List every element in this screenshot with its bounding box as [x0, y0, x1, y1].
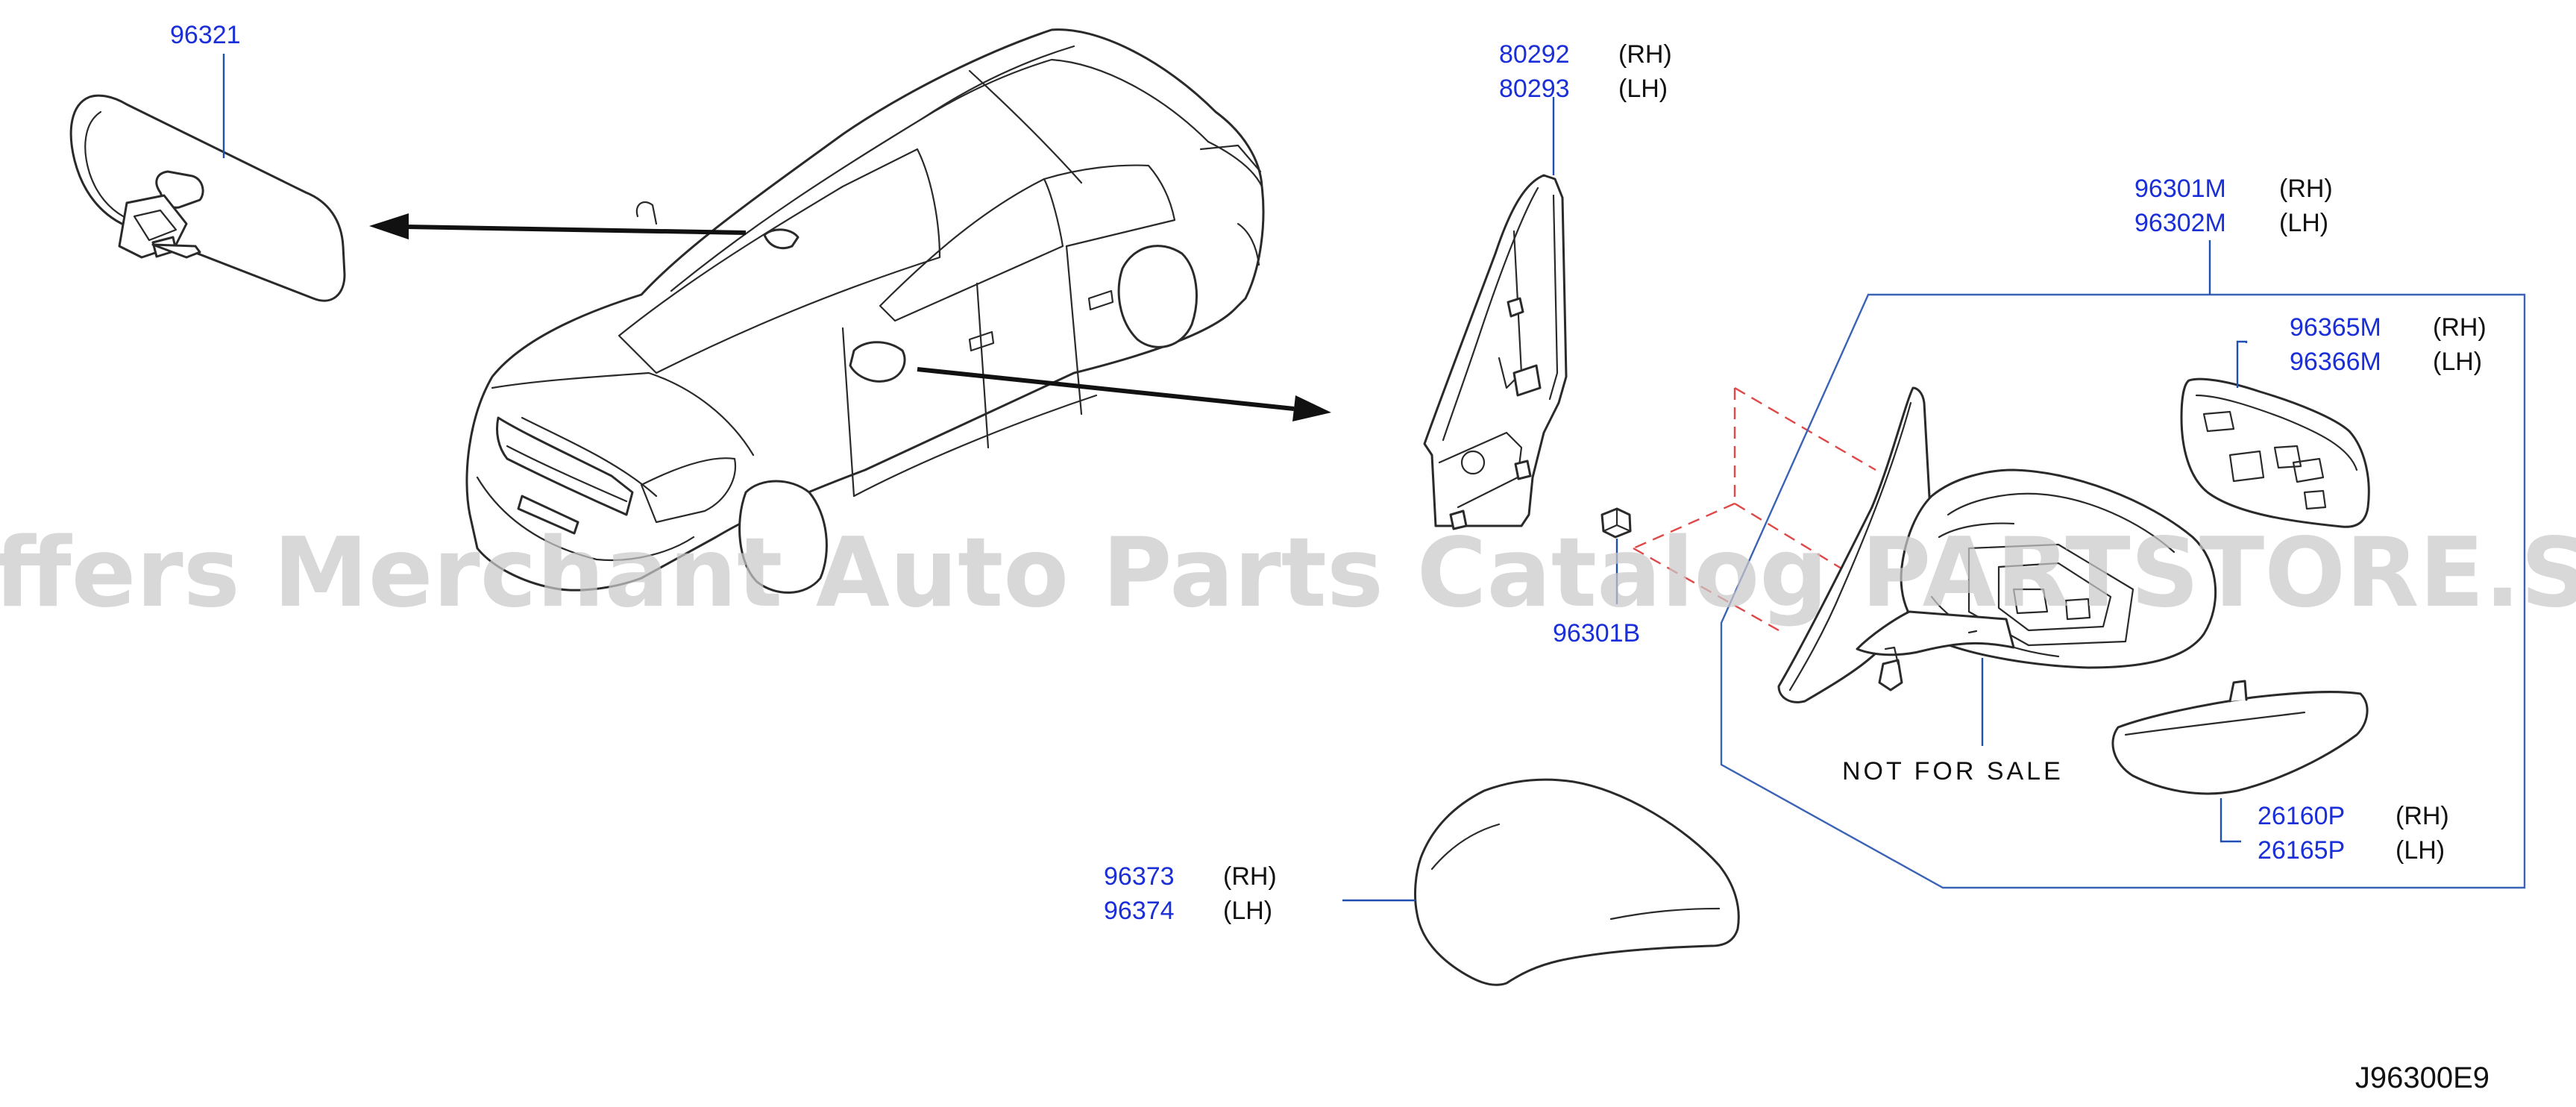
- callout-96321: 96321: [170, 21, 241, 49]
- part-number-door-mirror-lh: 96302M: [2134, 209, 2226, 237]
- inside-rear-view-mirror: [69, 94, 346, 302]
- callout-door-mirror: 96301M (RH) 96302M (LH): [2134, 175, 2333, 237]
- part-number-turn-lamp-rh: 26160P: [2258, 802, 2345, 830]
- part-number-inside-mirror: 96321: [170, 21, 241, 49]
- part-number-door-mirror-rh: 96301M: [2134, 175, 2226, 203]
- watermark: Offers Merchant Auto Parts Catalog PARTS…: [0, 518, 2576, 629]
- part-number-corner-finisher-lh: 80293: [1499, 75, 1570, 103]
- callout-corner-finisher: 80292 (RH) 80293 (LH): [1499, 40, 1672, 103]
- callout-mirror-glass: 96365M (RH) 96366M (LH): [2290, 313, 2487, 376]
- side-label-rh: (RH): [2396, 802, 2449, 830]
- side-label-lh: (LH): [1223, 897, 1272, 925]
- door-mirror-assembly: [1777, 386, 2217, 703]
- leader-lines: [222, 54, 2248, 902]
- part-number-mirror-cover-lh: 96374: [1104, 897, 1175, 925]
- side-label-rh: (RH): [1618, 40, 1672, 69]
- door-mirror-group-frame: [1720, 293, 2526, 889]
- part-number-corner-finisher-rh: 80292: [1499, 40, 1570, 69]
- side-label-rh: (RH): [1223, 862, 1277, 891]
- car-body: [465, 28, 1265, 594]
- turn-signal-lamp: [2111, 680, 2369, 795]
- arrow-to-inside-mirror: [369, 213, 747, 239]
- mirror-glass: [2180, 377, 2370, 528]
- callout-mirror-cover: 96373 (RH) 96374 (LH): [1104, 862, 1277, 925]
- part-number-nut: 96301B: [1553, 619, 1640, 647]
- part-number-mirror-glass-rh: 96365M: [2290, 313, 2381, 342]
- corner-finisher: [1423, 174, 1568, 530]
- side-label-lh: (LH): [2279, 209, 2328, 237]
- side-label-rh: (RH): [2279, 175, 2333, 203]
- nut: [1600, 507, 1632, 539]
- not-for-sale-note: NOT FOR SALE: [1842, 757, 2064, 785]
- side-label-lh: (LH): [1618, 75, 1668, 103]
- part-number-mirror-glass-lh: 96366M: [2290, 348, 2381, 376]
- side-label-rh: (RH): [2433, 313, 2487, 342]
- callout-nut: 96301B: [1553, 619, 1640, 647]
- mirror-cover: [1414, 778, 1740, 986]
- arrow-to-door-mirror: [917, 367, 1331, 421]
- side-label-lh: (LH): [2433, 348, 2482, 376]
- callout-turn-lamp: 26160P (RH) 26165P (LH): [2258, 802, 2449, 865]
- part-number-mirror-cover-rh: 96373: [1104, 862, 1175, 891]
- part-number-turn-lamp-lh: 26165P: [2258, 836, 2345, 865]
- diagram-code: J96300E9: [2355, 1061, 2489, 1094]
- side-label-lh: (LH): [2396, 836, 2445, 865]
